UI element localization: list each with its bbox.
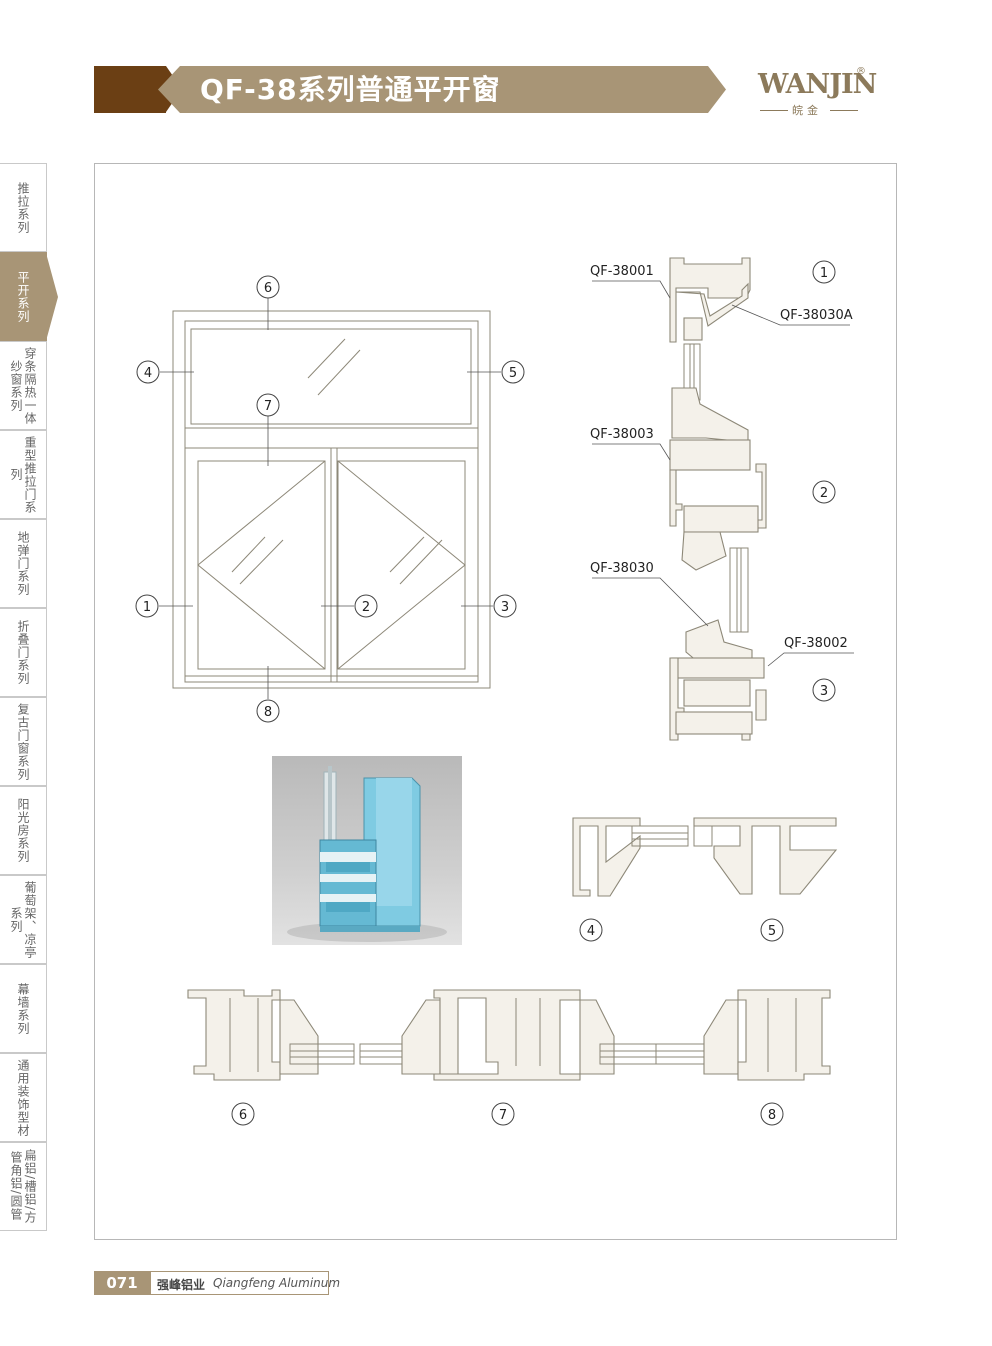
section-callout-7 xyxy=(491,1102,515,1126)
sidebar-item-floor-spring-door[interactable]: 地弹门系列 xyxy=(0,519,47,608)
horizontal-section-4-5: 4 5 xyxy=(572,817,838,942)
sidebar-item-label: 折叠门系列 xyxy=(16,620,30,685)
sidebar-item-label: 平开系列 xyxy=(16,270,30,323)
section-callout-2 xyxy=(812,480,836,504)
callout-label: 7 xyxy=(499,1108,507,1123)
sidebar-item-folding-door[interactable]: 折叠门系列 xyxy=(0,608,47,697)
section-callout-3 xyxy=(812,678,836,702)
sidebar-item-decorative[interactable]: 通用装饰型材 xyxy=(0,1053,47,1142)
callout-4 xyxy=(136,360,160,384)
page-title: QF-38系列普通平开窗 xyxy=(200,73,501,106)
callout-label: 6 xyxy=(264,281,272,296)
sidebar-item-flat-bar-tube[interactable]: 扁铝/槽铝/方管角铝/圆管 xyxy=(0,1142,47,1231)
sidebar-item-label: 扁铝/槽铝/方管角铝/圆管 xyxy=(9,1148,37,1225)
sidebar-item-sliding[interactable]: 推拉系列 xyxy=(0,163,47,252)
callout-6-top xyxy=(256,275,280,299)
callout-label: 5 xyxy=(768,924,776,939)
sidebar-item-label: 推拉系列 xyxy=(16,181,30,234)
callout-label: 5 xyxy=(509,366,517,381)
callout-label: 3 xyxy=(820,684,828,699)
logo-chinese-name: 皖金 xyxy=(792,104,822,117)
callout-label: 2 xyxy=(820,486,828,501)
callout-5 xyxy=(501,360,525,384)
callout-label: 3 xyxy=(501,600,509,615)
profile-render-photo xyxy=(272,756,462,945)
section-callout-4 xyxy=(579,918,603,942)
sidebar-item-label: 穿条隔热一体纱窗系列 xyxy=(9,346,37,425)
callout-label: 7 xyxy=(264,399,272,414)
callout-label: 4 xyxy=(587,924,595,939)
horizontal-section-6-7-8: 6 7 8 xyxy=(187,989,831,1126)
header-title-band xyxy=(158,66,726,113)
section-callout-5 xyxy=(760,918,784,942)
sidebar-item-label: 重型推拉门系列 xyxy=(9,435,37,514)
profile-code-label: QF-38003 xyxy=(590,427,654,442)
vertical-section: QF-38001 QF-38030A QF-38003 QF-38030 QF-… xyxy=(590,257,854,741)
category-sidebar: 推拉系列 平开系列 穿条隔热一体纱窗系列 重型推拉门系列 地弹门系列 折叠门系列… xyxy=(0,163,58,1241)
content-frame xyxy=(94,163,897,1240)
footer-company-cn: 强峰铝业 xyxy=(157,1278,206,1292)
section-callout-1 xyxy=(812,260,836,284)
profile-code-label: QF-38030 xyxy=(590,561,654,576)
sidebar-item-label: 复古门窗系列 xyxy=(16,702,30,781)
sidebar-item-label: 地弹门系列 xyxy=(16,531,30,596)
callout-label: 8 xyxy=(264,705,272,720)
logo-rule-left xyxy=(760,110,788,111)
callout-label: 4 xyxy=(144,366,152,381)
sidebar-item-pergola[interactable]: 葡萄架、凉亭系列 xyxy=(0,875,47,964)
sidebar-item-label: 阳光房系列 xyxy=(16,798,30,863)
brand-logo: WANJIN ® 皖金 xyxy=(752,66,877,122)
callout-2 xyxy=(354,594,378,618)
callout-1 xyxy=(135,594,159,618)
sidebar-item-heavy-sliding-door[interactable]: 重型推拉门系列 xyxy=(0,430,47,519)
sidebar-item-thermal-screen[interactable]: 穿条隔热一体纱窗系列 xyxy=(0,341,47,430)
registered-mark: ® xyxy=(856,66,866,77)
sidebar-item-sunroom[interactable]: 阳光房系列 xyxy=(0,786,47,875)
sidebar-item-curtain-wall[interactable]: 幕墙系列 xyxy=(0,964,47,1053)
callout-label: 6 xyxy=(239,1108,247,1123)
sidebar-item-casement[interactable]: 平开系列 xyxy=(0,252,58,341)
profile-render-image xyxy=(287,766,447,942)
callout-label: 1 xyxy=(143,600,151,615)
footer-label-box xyxy=(150,1271,329,1295)
logo-rule-right xyxy=(830,110,858,111)
section-callout-6 xyxy=(231,1102,255,1126)
window-elevation: 6 4 5 7 1 2 3 8 xyxy=(135,275,525,723)
callout-8 xyxy=(256,699,280,723)
logo-wordmark: WANJIN xyxy=(758,69,877,100)
callout-3 xyxy=(493,594,517,618)
callout-label: 8 xyxy=(768,1108,776,1123)
sidebar-item-label: 通用装饰型材 xyxy=(16,1058,30,1137)
profile-code-label: QF-38002 xyxy=(784,636,848,651)
profile-code-label: QF-38001 xyxy=(590,264,654,279)
profile-code-label: QF-38030A xyxy=(780,308,853,323)
sidebar-item-retro[interactable]: 复古门窗系列 xyxy=(0,697,47,786)
callout-7 xyxy=(256,393,280,417)
section-callout-8 xyxy=(760,1102,784,1126)
footer-company-en: Qiangfeng Aluminum xyxy=(213,1276,341,1290)
sidebar-item-label: 葡萄架、凉亭系列 xyxy=(9,880,37,959)
sidebar-item-label: 幕墙系列 xyxy=(16,982,30,1035)
callout-label: 2 xyxy=(362,600,370,615)
header-accent-block xyxy=(94,66,166,113)
page-number: 071 xyxy=(94,1271,150,1295)
callout-label: 1 xyxy=(820,266,828,281)
